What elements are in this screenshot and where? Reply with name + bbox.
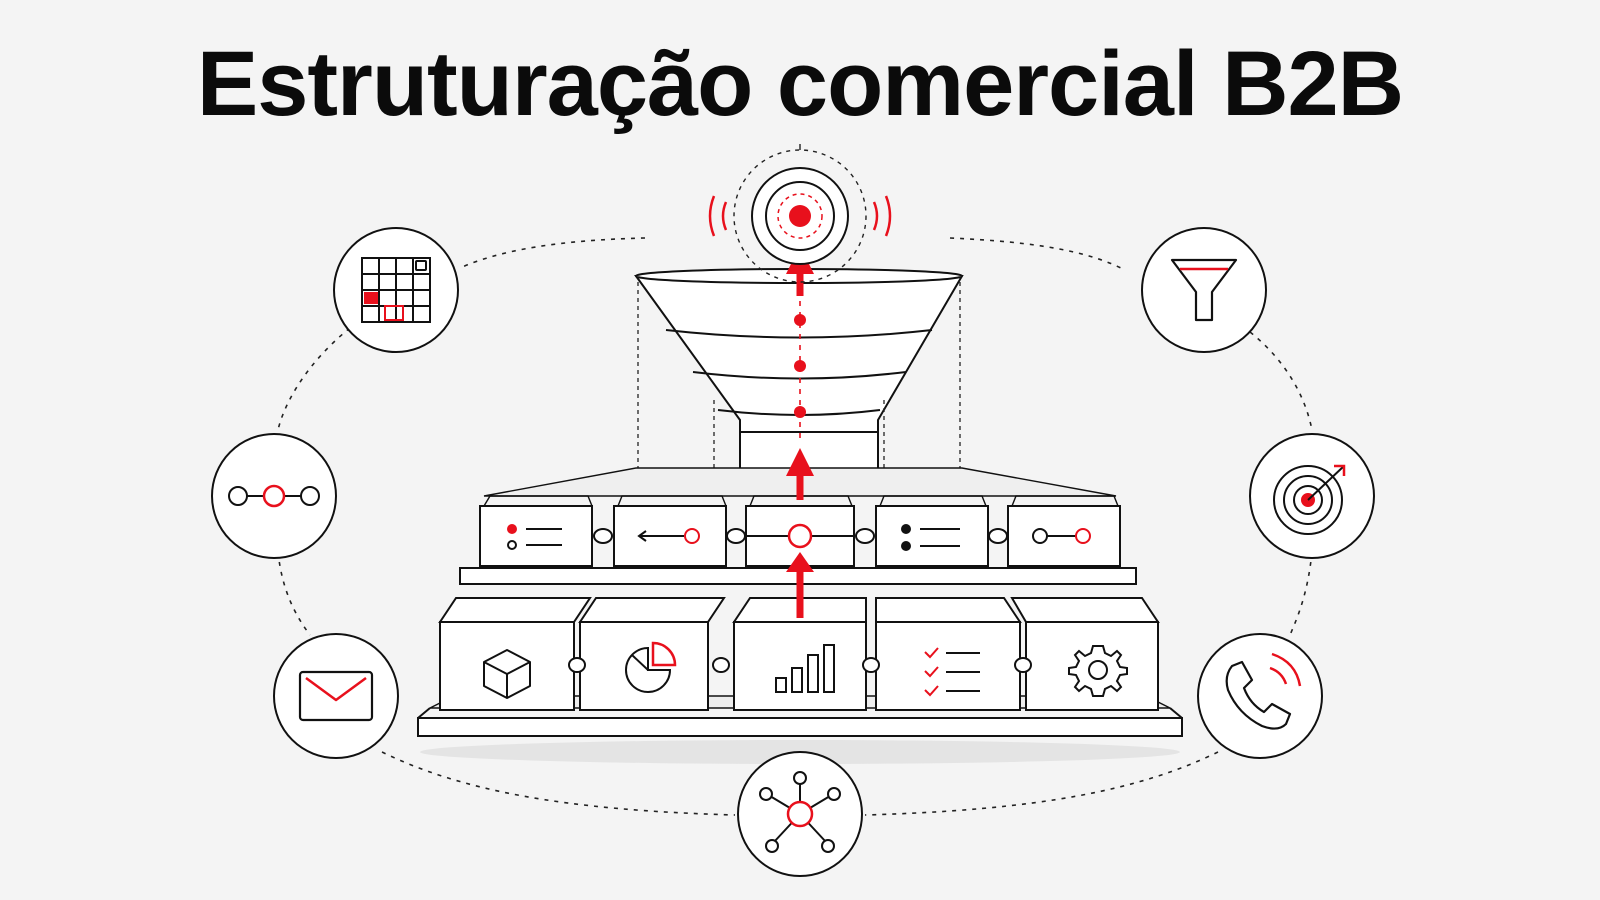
- orbit-icon-stage-connector: [211, 433, 337, 559]
- orbit-ring: [277, 237, 1313, 816]
- bar-chart-icon: [775, 644, 835, 693]
- checklist-icon: [507, 524, 562, 550]
- base-module-gear: [1010, 597, 1160, 711]
- gear-icon: [1068, 645, 1128, 697]
- orbit-icon-email: [273, 633, 399, 759]
- cube-icon: [483, 649, 531, 699]
- module-checklist: [479, 505, 593, 567]
- stage-connector-icon: [1032, 528, 1091, 544]
- stage-connector-icon: [228, 484, 320, 508]
- email-envelope-icon: [298, 670, 374, 722]
- network-hub-icon: [759, 771, 841, 853]
- orbit-icon-calendar: [333, 227, 459, 353]
- stage-node-icon: [746, 523, 854, 549]
- target-dart-icon: [1273, 464, 1346, 535]
- page-title: Estruturação comercial B2B: [196, 33, 1404, 135]
- module-bullet-list: [875, 505, 989, 567]
- broadcast-target-icon: [708, 144, 892, 283]
- middle-modules: [479, 495, 1121, 567]
- stage-arrow-icon: [637, 528, 700, 544]
- orbit-icon-target: [1249, 433, 1375, 559]
- calendar-grid-icon: [361, 257, 431, 323]
- phone-call-icon: [1225, 652, 1302, 730]
- task-checklist-icon: [924, 647, 980, 697]
- bullet-list-icon: [901, 524, 960, 551]
- orbit-icon-network: [737, 751, 863, 877]
- base-module-pie: [578, 597, 726, 711]
- funnel-icon: [1170, 258, 1238, 322]
- orbit-icon-phone: [1197, 633, 1323, 759]
- pie-chart-icon: [625, 641, 677, 693]
- funnel-guide-lines: [637, 282, 961, 470]
- orbit-icon-funnel: [1141, 227, 1267, 353]
